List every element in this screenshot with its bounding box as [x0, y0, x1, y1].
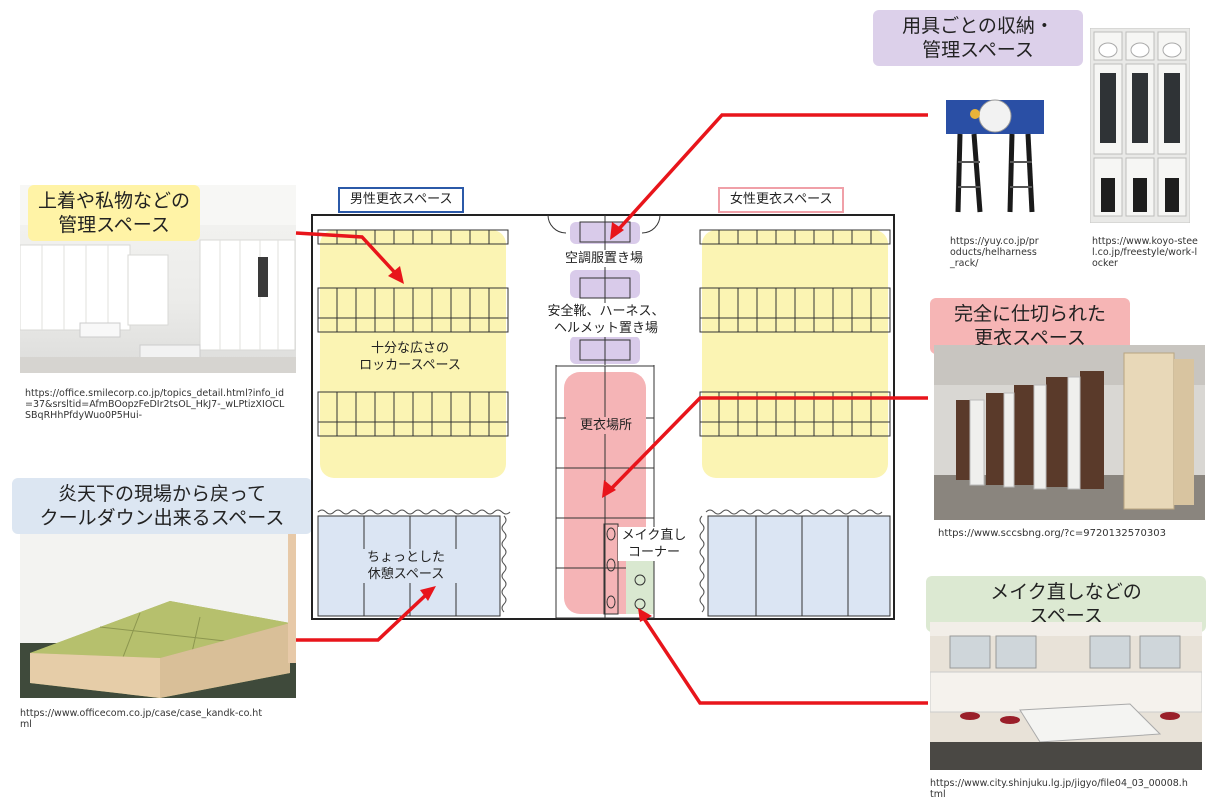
makeup-room-source: https://www.city.shinjuku.lg.jp/jigyo/fi… [930, 778, 1188, 800]
female-rest-space [699, 509, 891, 617]
rest-space-label: ちょっとした 休憩スペース [354, 549, 458, 583]
changing-place-label: 更衣場所 [566, 417, 646, 434]
harness-rack-image [940, 82, 1050, 222]
ac-clothes-label: 空調服置き場 [552, 250, 656, 267]
cooldown-callout: 炎天下の現場から戻って クールダウン出来るスペース [12, 478, 312, 534]
changing-booth-image [934, 345, 1205, 520]
harness-rack-source: https://yuy.co.jp/products/helharness_ra… [950, 236, 1039, 269]
outerwear-callout: 上着や私物などの 管理スペース [28, 185, 201, 241]
makeup-corner-label: メイク直し コーナー [618, 527, 690, 561]
locker-image [1090, 28, 1190, 223]
male-locker-dividers [336, 230, 490, 436]
private-changing-callout: 完全に仕切られた 更衣スペース [930, 298, 1130, 354]
tatami-source: https://www.officecom.co.jp/case/case_ka… [20, 708, 263, 730]
female-area-label: 女性更衣スペース [718, 187, 845, 213]
arrowheads [388, 222, 652, 622]
locker-source: https://www.koyo-steel.co.jp/freestyle/w… [1092, 236, 1198, 269]
changing-booth-source: https://www.sccsbng.org/?c=9720132570303 [938, 528, 1166, 539]
tatami-image [20, 533, 296, 698]
makeup-room-image [930, 622, 1202, 770]
office-locker-source: https://office.smilecorp.co.jp/topics_de… [25, 388, 285, 421]
locker-space-label: 十分な広さの ロッカースペース [350, 340, 470, 374]
storage-callout: 用具ごとの収納・ 管理スペース [873, 10, 1083, 66]
female-locker-zone [702, 230, 888, 478]
male-area-label: 男性更衣スペース [338, 187, 465, 213]
arrows [295, 113, 928, 705]
safety-gear-label: 安全靴、ハーネス、 ヘルメット置き場 [536, 303, 676, 337]
